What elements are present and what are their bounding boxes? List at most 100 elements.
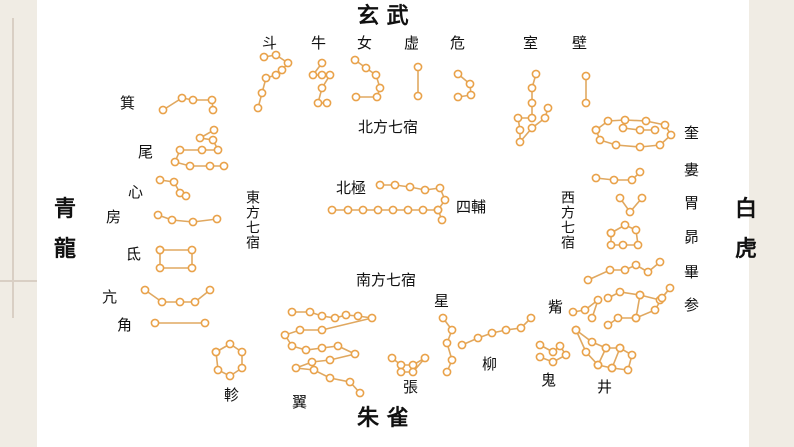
star-dot bbox=[418, 205, 428, 215]
star-dot bbox=[372, 92, 382, 102]
star-dot bbox=[371, 70, 381, 80]
star-dot bbox=[187, 263, 197, 273]
region-south-label: 南方七宿 bbox=[356, 271, 417, 289]
star-dot bbox=[548, 347, 558, 357]
mansion-label: 虚 bbox=[404, 34, 420, 52]
mansion-label: 畢 bbox=[684, 263, 700, 281]
star-dot bbox=[501, 325, 511, 335]
star-dot bbox=[330, 313, 340, 323]
star-dot bbox=[197, 145, 207, 155]
star-dot bbox=[515, 137, 525, 147]
star-dot bbox=[635, 125, 645, 135]
star-dot bbox=[175, 145, 185, 155]
star-dot bbox=[308, 70, 318, 80]
star-dot bbox=[150, 318, 160, 328]
star-dot bbox=[283, 58, 293, 68]
mansion-label: 氐 bbox=[126, 245, 142, 263]
beast-south-label: 朱 雀 bbox=[357, 406, 409, 431]
star-dot bbox=[535, 340, 545, 350]
star-dot bbox=[593, 360, 603, 370]
star-dot bbox=[253, 103, 263, 113]
star-dot bbox=[540, 113, 550, 123]
star-dot bbox=[188, 217, 198, 227]
star-dot bbox=[635, 290, 645, 300]
mansion-label: 房 bbox=[106, 208, 122, 226]
star-dot bbox=[405, 182, 415, 192]
star-dot bbox=[209, 125, 219, 135]
star-dot bbox=[603, 293, 613, 303]
star-dot bbox=[543, 103, 553, 113]
mansion-label: 張 bbox=[403, 378, 419, 396]
constellation-line bbox=[572, 297, 600, 319]
constellation-line bbox=[157, 214, 218, 223]
star-dot bbox=[641, 116, 651, 126]
star-dot bbox=[473, 333, 483, 343]
star-dot bbox=[317, 343, 327, 353]
mansion-label: 尾 bbox=[138, 143, 154, 161]
star-dot bbox=[581, 98, 591, 108]
mansion-label: 觜 bbox=[548, 298, 564, 316]
star-dot bbox=[620, 115, 630, 125]
mansion-label: 婁 bbox=[684, 161, 700, 179]
star-dot bbox=[420, 185, 430, 195]
region-west-label: 西方七宿 bbox=[559, 190, 575, 250]
star-dot bbox=[657, 293, 667, 303]
beast-north-label: 玄 武 bbox=[357, 4, 409, 29]
star-dot bbox=[618, 240, 628, 250]
star-dot bbox=[613, 313, 623, 323]
border-line bbox=[0, 280, 37, 282]
star-dot bbox=[438, 313, 448, 323]
star-dot bbox=[620, 220, 630, 230]
star-dot bbox=[447, 355, 457, 365]
star-dot bbox=[287, 341, 297, 351]
star-dot bbox=[620, 265, 630, 275]
star-dot bbox=[207, 95, 217, 105]
star-dot bbox=[325, 355, 335, 365]
star-dot bbox=[413, 91, 423, 101]
star-dot bbox=[271, 70, 281, 80]
region-east-label: 東方七宿 bbox=[244, 190, 260, 250]
star-dot bbox=[396, 360, 406, 370]
star-dot bbox=[440, 195, 450, 205]
star-dot bbox=[527, 98, 537, 108]
star-dot bbox=[631, 225, 641, 235]
star-dot bbox=[605, 265, 615, 275]
star-dot bbox=[580, 305, 590, 315]
star-dot bbox=[625, 207, 635, 217]
star-dot bbox=[212, 214, 222, 224]
star-dot bbox=[609, 175, 619, 185]
slide-right-border bbox=[749, 0, 794, 447]
star-dot bbox=[185, 161, 195, 171]
constellation-line bbox=[517, 73, 549, 145]
mansion-label: 井 bbox=[597, 378, 613, 396]
star-dot bbox=[325, 373, 335, 383]
region-north-label: 北方七宿 bbox=[358, 118, 419, 136]
star-dot bbox=[157, 297, 167, 307]
star-dot bbox=[618, 123, 628, 133]
star-dot bbox=[261, 73, 271, 83]
mansion-label: 参 bbox=[684, 296, 700, 314]
star-dot bbox=[631, 313, 641, 323]
star-dot bbox=[361, 63, 371, 73]
star-dot bbox=[603, 320, 613, 330]
star-dot bbox=[527, 113, 537, 123]
star-dot bbox=[650, 125, 660, 135]
star-dot bbox=[561, 350, 571, 360]
star-dot bbox=[280, 330, 290, 340]
mansion-label: 室 bbox=[523, 34, 539, 52]
star-dot bbox=[591, 173, 601, 183]
star-dot bbox=[175, 297, 185, 307]
star-dot bbox=[453, 69, 463, 79]
star-dot bbox=[660, 120, 670, 130]
star-dot bbox=[225, 339, 235, 349]
star-dot bbox=[513, 113, 523, 123]
mansion-label: 胃 bbox=[684, 194, 700, 212]
sifu-label: 四輔 bbox=[456, 198, 487, 216]
star-dot bbox=[408, 360, 418, 370]
mansion-label: 鬼 bbox=[541, 371, 557, 389]
star-dot bbox=[531, 69, 541, 79]
star-dot bbox=[631, 260, 641, 270]
beast-west-label: 白 虎 bbox=[735, 197, 758, 262]
star-dot bbox=[200, 318, 210, 328]
